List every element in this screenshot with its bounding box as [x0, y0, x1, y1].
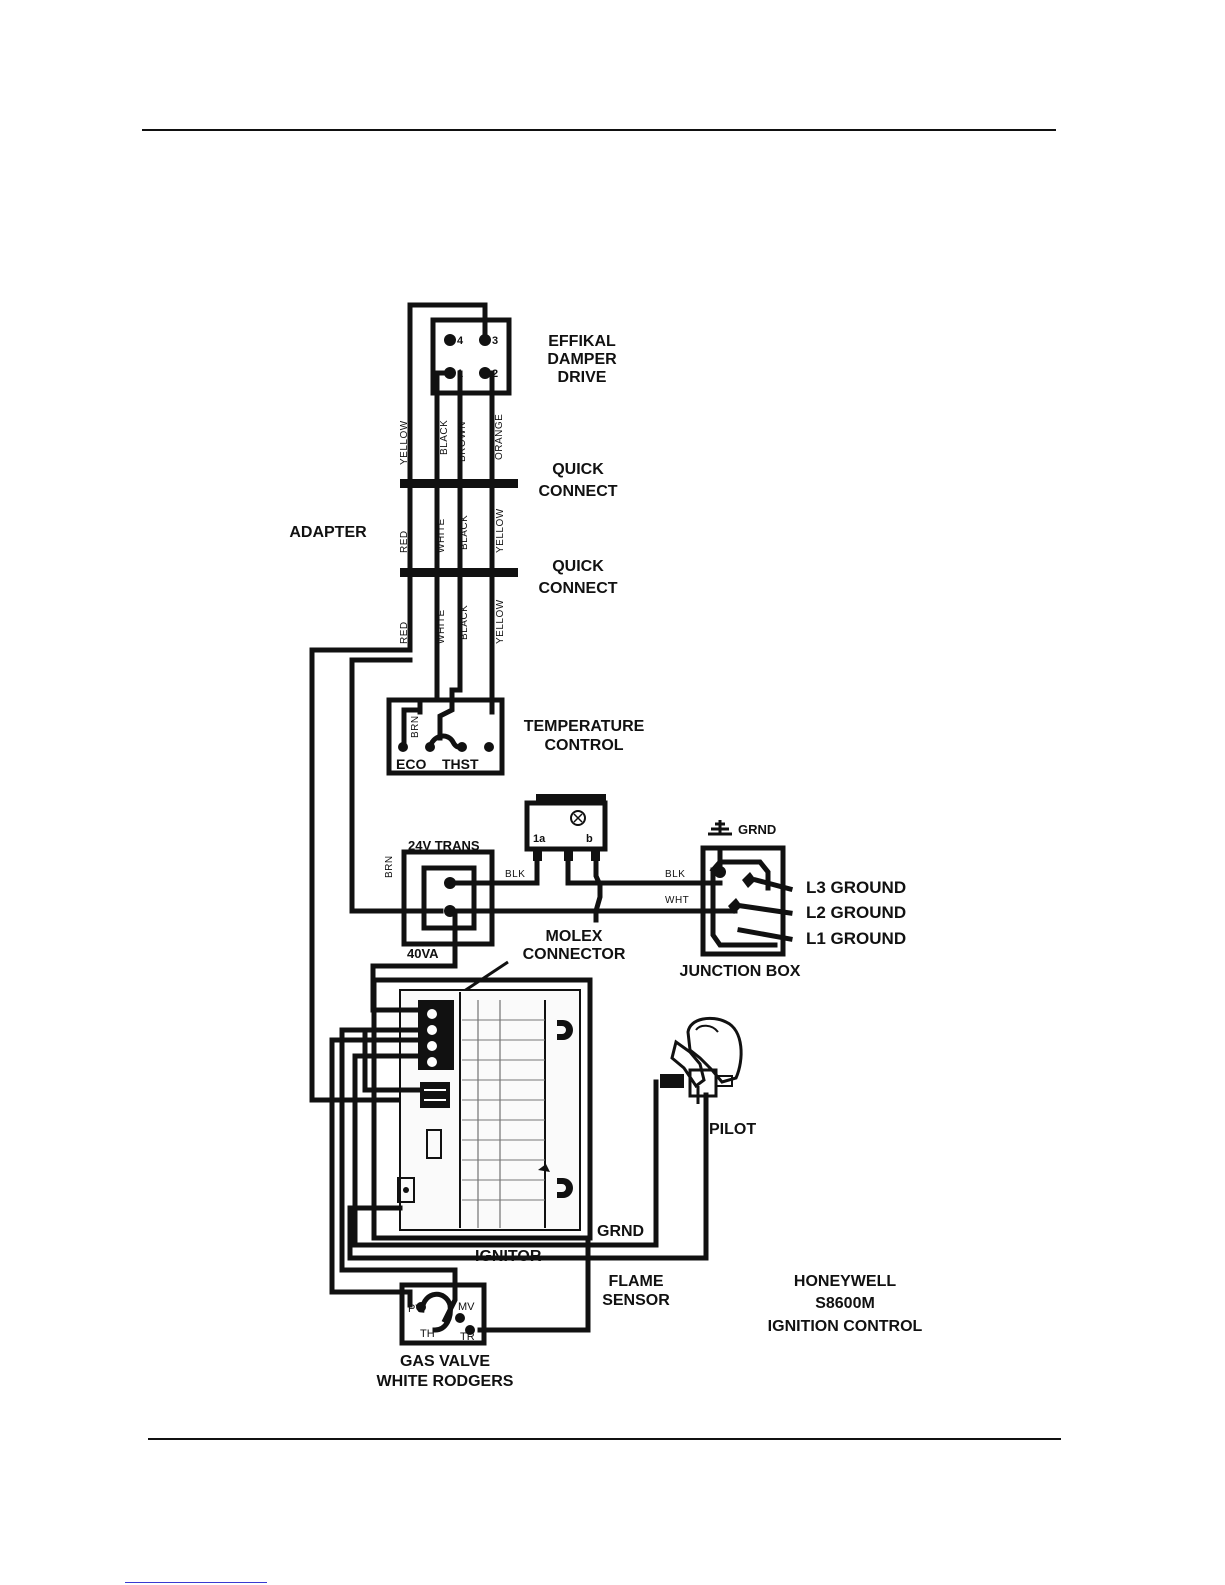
molex-line1: MOLEX — [546, 928, 603, 945]
brn-tc-label: BRN — [410, 715, 421, 738]
temperature-control-line1: TEMPERATURE — [524, 718, 645, 735]
thst-label: THST — [442, 756, 479, 772]
flame-sensor-line1: FLAME — [608, 1273, 663, 1290]
gv-pv-label: PV — [408, 1303, 423, 1315]
damper-label-3: DRIVE — [558, 369, 607, 386]
switch-1a-label: 1a — [533, 833, 546, 845]
wire-label-black-middle: BLACK — [459, 515, 470, 550]
flame-sensor-line2: SENSOR — [602, 1292, 670, 1309]
wire-label-red-middle: RED — [399, 530, 410, 553]
terminal-2-label: 2 — [492, 368, 498, 380]
gas-valve: PV MV TH TR — [399, 1282, 487, 1346]
wire-label-white-middle: WHITE — [436, 518, 447, 553]
junction-box-label: JUNCTION BOX — [680, 963, 801, 980]
control-name-line1: HONEYWELL — [794, 1273, 896, 1290]
temperature-control-line2: CONTROL — [544, 737, 623, 754]
wire-label-yellow-middle: YELLOW — [495, 508, 506, 553]
terminal-3-label: 3 — [492, 335, 498, 347]
brn-side-label: BRN — [384, 855, 395, 878]
pilot-assembly — [660, 1016, 743, 1104]
quick-connect-bar-2 — [400, 568, 518, 577]
wire-label-yellow-lower: YELLOW — [495, 599, 506, 644]
wire-label-black-upper: BLACK — [439, 420, 450, 455]
wire-label-orange-upper: ORANGE — [494, 414, 505, 460]
damper-label-1: EFFIKAL — [548, 333, 616, 350]
adapter-label: ADAPTER — [289, 524, 367, 541]
grnd-bottom-label: GRND — [597, 1223, 644, 1240]
ignition-control-module — [371, 977, 593, 1241]
damper-drive-box: 4 3 1 2 — [430, 317, 512, 396]
ignitor-label: IGNITOR — [475, 1248, 542, 1265]
temperature-control-box: BRN ECO THST — [386, 697, 505, 776]
gas-valve-line2: WHITE RODGERS — [377, 1373, 514, 1390]
blk-wire-trans-switch — [447, 858, 540, 886]
l1-ground-label: L1 GROUND — [806, 929, 906, 948]
molex-wires — [329, 997, 709, 1333]
blk-switch-label: BLK — [505, 869, 525, 880]
wire-color-labels-middle: RED WHITE BLACK YELLOW — [399, 508, 506, 553]
top-rule — [142, 129, 1056, 131]
quick-connect-1-line2: CONNECT — [538, 483, 617, 500]
mount-clip-bottom — [557, 1178, 573, 1198]
molex-line2: CONNECTOR — [523, 946, 626, 963]
bottom-rule — [148, 1438, 1061, 1440]
terminal-4-dot — [444, 334, 456, 346]
wire-label-yellow-upper: YELLOW — [399, 420, 410, 465]
gv-th-label: TH — [420, 1328, 435, 1340]
grnd-top-label: GRND — [738, 822, 776, 837]
quick-connect-1-line1: QUICK — [552, 461, 604, 478]
mount-clip-top — [557, 1020, 573, 1040]
blk-wire-switch-jb — [565, 858, 723, 886]
pilot-label: PILOT — [709, 1121, 756, 1138]
control-name-line2: S8600M — [815, 1295, 875, 1312]
trans-bottom-label: 40VA — [407, 946, 439, 961]
l2-ground-label: L2 GROUND — [806, 903, 906, 922]
transformer-24v: 24V TRANS 40VA — [401, 838, 495, 961]
l3-ground-label: L3 GROUND — [806, 878, 906, 897]
quick-connect-bar-1 — [400, 479, 518, 488]
gv-tr-label: TR — [460, 1331, 475, 1343]
power-switch: 1a b — [524, 794, 608, 861]
wire-color-labels-upper: YELLOW BLACK BROWN ORANGE — [399, 414, 505, 465]
wire-label-black-lower: BLACK — [459, 605, 470, 640]
terminal-4-label: 4 — [457, 335, 464, 347]
blk-jb-label: BLK — [665, 869, 685, 880]
eco-label: ECO — [396, 756, 426, 772]
gv-mv-label: MV — [458, 1301, 475, 1313]
quick-connect-2-line2: CONNECT — [538, 580, 617, 597]
white-wire-to-trans — [349, 657, 444, 914]
quick-connect-2-line1: QUICK — [552, 558, 604, 575]
wire-label-red-lower: RED — [399, 621, 410, 644]
wire-label-white-lower: WHITE — [436, 609, 447, 644]
damper-label-2: DAMPER — [547, 351, 617, 368]
red-wire-left — [309, 647, 423, 1103]
wire-label-brown-upper: BROWN — [457, 421, 468, 462]
control-name-line3: IGNITION CONTROL — [768, 1318, 923, 1335]
gas-valve-line1: GAS VALVE — [400, 1353, 490, 1370]
wire-color-labels-lower: RED WHITE BLACK YELLOW — [399, 599, 506, 644]
footer-link-underline — [125, 1582, 267, 1583]
switch-b-label: b — [586, 833, 593, 845]
junction-box: GRND — [700, 820, 794, 957]
trans-top-label: 24V TRANS — [408, 838, 480, 853]
wht-jb-label: WHT — [665, 895, 689, 906]
